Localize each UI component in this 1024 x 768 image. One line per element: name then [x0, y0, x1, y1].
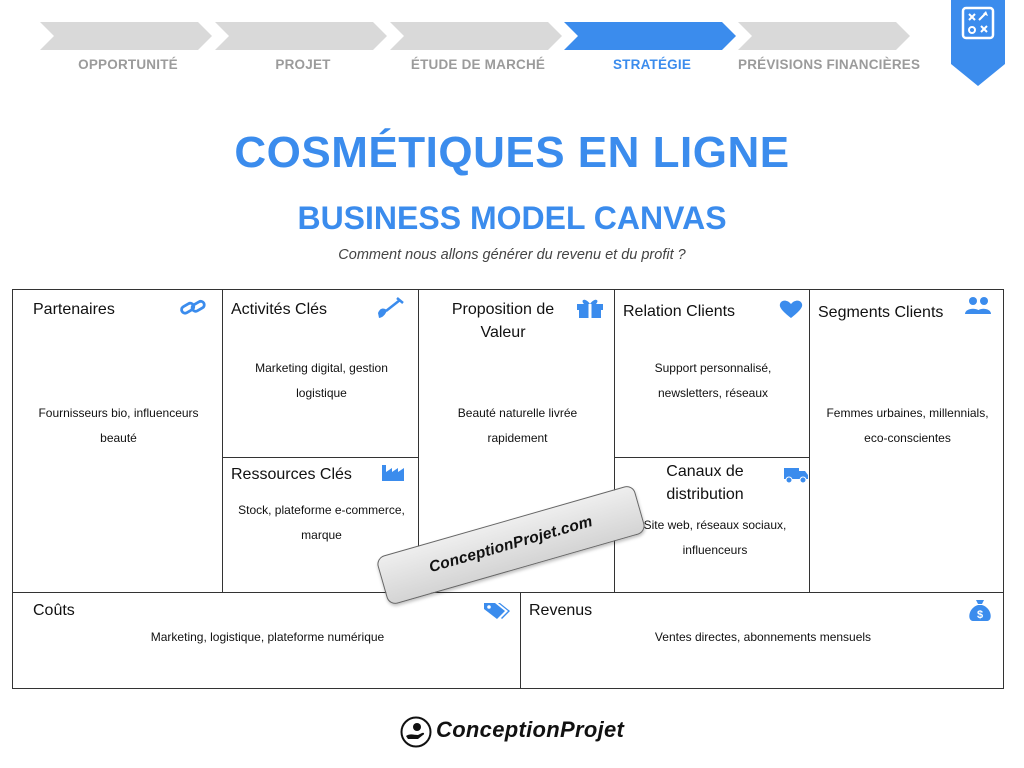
- cell-title: Canaux de distribution: [666, 463, 744, 504]
- cell-activites-cles: Activités Clés Marketing digital, gestio…: [222, 289, 419, 458]
- step-label: ÉTUDE DE MARCHÉ: [410, 57, 546, 72]
- progress-steps: OPPORTUNITÉ PROJET ÉTUDE DE MARCHÉ STRAT…: [40, 22, 940, 78]
- footer-logo: ConceptionProjet: [400, 712, 640, 752]
- svg-text:$: $: [977, 609, 983, 621]
- step-label: OPPORTUNITÉ: [78, 57, 178, 72]
- shovel-icon: [378, 297, 404, 318]
- cell-title: Coûts: [33, 602, 75, 619]
- cell-relation-clients: Relation Clients Support personnalisé, n…: [614, 289, 810, 458]
- cell-title: Partenaires: [33, 301, 115, 318]
- cell-content: Stock, plateforme e-commerce, marque: [238, 503, 405, 542]
- gift-icon: [577, 299, 603, 318]
- truck-icon: [784, 468, 808, 484]
- step-arrow: [40, 22, 212, 50]
- step-arrow: [564, 22, 736, 50]
- cell-title: Segments Clients: [818, 304, 944, 321]
- page-title: COSMÉTIQUES EN LIGNE: [234, 128, 790, 177]
- heart-icon: [779, 300, 803, 318]
- cell-title: Activités Clés: [231, 301, 328, 318]
- cell-canaux-de-distribution: Canaux de distribution Site web, réseaux…: [614, 457, 810, 594]
- cell-content: Marketing digital, gestion logistique: [255, 361, 388, 400]
- step-label: STRATÉGIE: [612, 57, 692, 72]
- cell-revenus: Revenus $ Ventes directes, abonnements m…: [520, 592, 1004, 689]
- tags-icon: [484, 603, 510, 619]
- cell-title: Proposition de Valeur: [451, 301, 555, 342]
- cell-content: Ventes directes, abonnements mensuels: [654, 630, 872, 644]
- footer-brand: ConceptionProjet: [436, 717, 625, 742]
- step-arrow: [390, 22, 562, 50]
- cell-content: Support personnalisé, newsletters, résea…: [654, 361, 772, 400]
- step-label: PRÉVISIONS FINANCIÈRES: [738, 57, 921, 72]
- cell-content: Site web, réseaux sociaux, influenceurs: [643, 518, 787, 557]
- step-arrow: [738, 22, 910, 50]
- page-subtitle: BUSINESS MODEL CANVAS: [297, 200, 727, 236]
- cell-content: Fournisseurs bio, influenceurs beauté: [38, 406, 199, 445]
- cell-title: Relation Clients: [623, 303, 736, 320]
- cell-title: Ressources Clés: [231, 466, 352, 483]
- page-tagline: Comment nous allons générer du revenu et…: [338, 247, 686, 263]
- cell-content: Beauté naturelle livrée rapidement: [457, 406, 578, 445]
- cell-content: Femmes urbaines, millennials, eco-consci…: [826, 406, 989, 445]
- cell-partenaires: Partenaires Fournisseurs bio, influenceu…: [12, 289, 223, 593]
- cell-segments-clients: Segments Clients Femmes urbaines, millen…: [809, 289, 1004, 593]
- factory-icon: [382, 465, 404, 481]
- cell-title: Revenus: [529, 602, 593, 619]
- step-label: PROJET: [275, 57, 331, 72]
- cell-content: Marketing, logistique, plateforme numéri…: [150, 630, 385, 644]
- money-bag-icon: $: [969, 600, 991, 621]
- cell-couts: Coûts Marketing, logistique, plateforme …: [12, 592, 521, 689]
- business-model-canvas: Partenaires Fournisseurs bio, influenceu…: [12, 289, 1004, 689]
- link-icon: [180, 299, 206, 315]
- step-arrow: [215, 22, 387, 50]
- strategy-bookmark-icon: [951, 0, 1005, 86]
- hand-coin-icon: [400, 716, 432, 748]
- users-icon: [965, 297, 991, 314]
